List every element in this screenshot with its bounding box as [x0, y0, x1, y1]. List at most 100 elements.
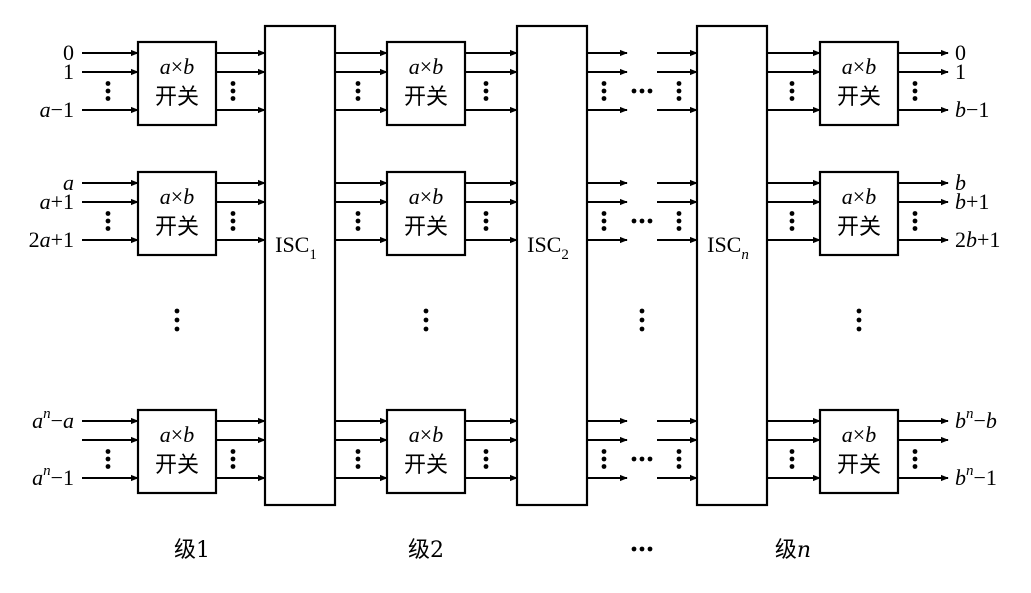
stage-ellipsis-dot: [230, 449, 236, 454]
stage-ellipsis-dot: [789, 456, 795, 462]
group-ellipsis-dot: [174, 308, 180, 314]
input-label-6-part: a: [32, 408, 43, 433]
input-label-2-part: a: [40, 97, 51, 122]
input-ellipsis-dot: [105, 88, 111, 94]
stage-ellipsis-dot: [230, 96, 236, 101]
stage-label-0-part: 级: [174, 538, 196, 563]
switch-label-size: a×b: [409, 422, 443, 447]
stage-ellipsis-dot: [355, 218, 361, 224]
group-ellipsis-dot: [423, 326, 429, 332]
switch-box-2-1: [385, 40, 467, 127]
stage-ellipsis-dot: [639, 546, 645, 552]
switch-label-part: a: [160, 422, 171, 447]
stage-ellipsis-dot: [355, 88, 361, 94]
output-label-4: b+1: [955, 189, 989, 214]
isc-base: ISC: [527, 232, 561, 257]
input-label-0-part: 0: [63, 40, 74, 65]
isc-base: ISC: [707, 232, 741, 257]
switch-label-name: 开关: [404, 453, 448, 478]
output-label-6-part: b: [955, 408, 966, 433]
stage-ellipsis-dot: [676, 464, 682, 469]
switch-label-name: 开关: [404, 85, 448, 110]
output-ellipsis-dot: [912, 449, 918, 454]
switch-box-3-1: [818, 40, 900, 127]
stage-ellipsis-dot: [601, 218, 607, 224]
isc-subscript: 2: [561, 247, 569, 263]
switch-label-size: a×b: [842, 184, 876, 209]
stage-ellipsis-dot: [483, 449, 489, 454]
input-ellipsis-dot: [105, 211, 111, 216]
switch-box-3-3: [818, 408, 900, 495]
stage-ellipsis-dot: [355, 81, 361, 86]
switch-box-1-2: [136, 170, 218, 257]
stage-ellipsis-dot: [676, 88, 682, 94]
stage-ellipsis-dot: [601, 88, 607, 94]
switch-label-size: a×b: [842, 54, 876, 79]
group-ellipsis-dot: [423, 317, 429, 323]
stage-label-1: 级2: [408, 538, 444, 563]
input-label-1-part: 1: [63, 59, 74, 84]
switch-box-1-1: [136, 40, 218, 127]
input-label-5-part: a: [40, 227, 51, 252]
input-label-5: 2a+1: [29, 227, 74, 252]
stage-ellipsis-dot: [355, 211, 361, 216]
input-label-7-part: a: [32, 465, 43, 490]
gap-ellipsis-dot: [639, 88, 645, 94]
isc-label-1: ISC1: [275, 232, 317, 263]
output-ellipsis-dot: [912, 96, 918, 101]
output-label-2-part: b: [955, 97, 966, 122]
stage-ellipsis-dot: [601, 449, 607, 454]
gap-ellipsis-dot: [647, 88, 653, 94]
stage-ellipsis-dot: [355, 226, 361, 231]
stage-ellipsis-dot: [676, 211, 682, 216]
switch-label-part: a: [842, 54, 853, 79]
stage-ellipsis-dot: [483, 218, 489, 224]
stage-label-3: 级n: [775, 538, 811, 563]
group-ellipsis-dot: [174, 326, 180, 332]
group-ellipsis-dot: [856, 326, 862, 332]
input-label-6-part: −: [51, 408, 63, 433]
switch-label-part: ×: [853, 184, 865, 209]
gap-ellipsis-dot: [639, 456, 645, 462]
gap-ellipsis-dot: [647, 218, 653, 224]
output-label-0-part: 0: [955, 40, 966, 65]
gap-ellipsis-dot: [631, 218, 637, 224]
output-label-1-part: 1: [955, 59, 966, 84]
switch-box-3-2: [818, 170, 900, 257]
input-ellipsis-dot: [105, 456, 111, 462]
group-ellipsis-dot: [639, 317, 645, 323]
ellipsis-dots-layer: [105, 81, 918, 552]
stage-ellipsis-dot: [676, 96, 682, 101]
output-ellipsis-dot: [912, 464, 918, 469]
stage-label-3-part: n: [797, 538, 811, 563]
stage-ellipsis-dot: [789, 96, 795, 101]
output-label-5-part: +1: [977, 227, 1000, 252]
input-label-2: a−1: [40, 97, 74, 122]
switch-label-name: 开关: [837, 215, 881, 240]
switch-label-name: 开关: [155, 453, 199, 478]
group-ellipsis-dot: [639, 308, 645, 314]
input-label-5-part: +1: [51, 227, 74, 252]
stage-ellipsis-dot: [230, 211, 236, 216]
input-label-2-part: −1: [51, 97, 74, 122]
isc-base: ISC: [275, 232, 309, 257]
stage-ellipsis-dot: [647, 546, 653, 552]
wires-layer: [82, 49, 949, 482]
stage-ellipsis-dot: [230, 226, 236, 231]
output-label-6: bn−b: [955, 406, 997, 433]
isc-block-1: [263, 24, 337, 507]
output-label-6-part: −: [974, 408, 986, 433]
stage-ellipsis-dot: [601, 81, 607, 86]
input-label-4-part: a: [40, 189, 51, 214]
stage-ellipsis-dot: [483, 81, 489, 86]
switch-label-part: ×: [853, 422, 865, 447]
group-ellipsis-dot: [856, 317, 862, 323]
isc-block-2: [515, 24, 589, 507]
blocks-layer: [136, 24, 900, 507]
stage-ellipsis-dot: [230, 456, 236, 462]
input-ellipsis-dot: [105, 449, 111, 454]
stage-label-0-part: 1: [196, 538, 210, 563]
gap-ellipsis-dot: [631, 88, 637, 94]
stage-ellipsis-dot: [355, 96, 361, 101]
